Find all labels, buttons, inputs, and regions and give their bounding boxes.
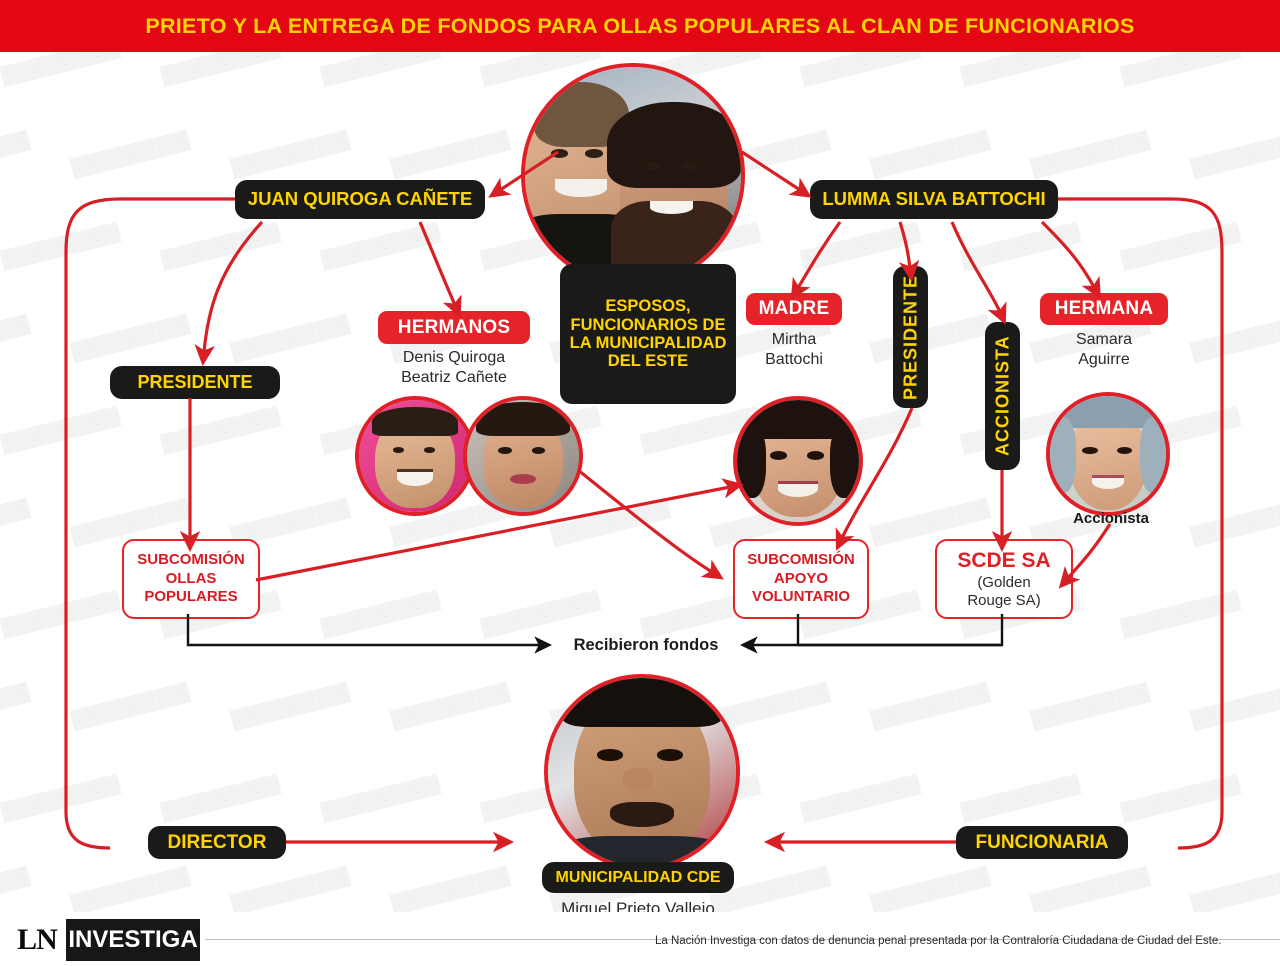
ollas-line-2: OLLAS — [165, 569, 217, 587]
photo-beatriz-canete — [463, 396, 583, 516]
node-esposos-label: ESPOSOS, FUNCIONARIOS DE LA MUNICIPALIDA… — [569, 297, 727, 371]
node-juan-label: JUAN QUIROGA CAÑETE — [247, 188, 473, 210]
photo-samara-aguirre — [1046, 392, 1170, 516]
hermanos-name-2: Beatriz Cañete — [401, 368, 507, 386]
node-accionista[interactable]: ACCIONISTA — [985, 322, 1020, 470]
page-title: PRIETO Y LA ENTREGA DE FONDOS PARA OLLAS… — [145, 13, 1135, 38]
node-presidente-izquierda[interactable]: PRESIDENTE — [110, 366, 280, 399]
hermanos-tag-label: HERMANOS — [397, 316, 511, 338]
hermana-tag-label: HERMANA — [1054, 298, 1154, 319]
tag-hermana: HERMANA — [1040, 293, 1168, 325]
apoyo-line-1: SUBCOMISIÓN — [747, 551, 855, 569]
node-funcionaria[interactable]: FUNCIONARIA — [956, 826, 1128, 859]
ollas-line-1: SUBCOMISIÓN — [137, 551, 245, 569]
tag-hermanos: HERMANOS — [378, 311, 530, 344]
scde-title: SCDE SA — [957, 548, 1051, 572]
node-lumma-label: LUMMA SILVA BATTOCHI — [822, 188, 1046, 210]
entity-subcomision-apoyo-voluntario[interactable]: SUBCOMISIÓN APOYO VOLUNTARIO — [733, 539, 869, 619]
scde-sub-1: (Golden — [977, 574, 1031, 592]
entity-scde-sa[interactable]: SCDE SA (Golden Rouge SA) — [935, 539, 1073, 619]
node-municipalidad-cde[interactable]: MUNICIPALIDAD CDE — [542, 862, 734, 893]
scde-sub-2: Rouge SA) — [967, 592, 1041, 610]
photo-mirtha-battochi — [733, 396, 863, 526]
madre-name-2: Battochi — [765, 350, 823, 368]
node-juan-quiroga-canete[interactable]: JUAN QUIROGA CAÑETE — [235, 180, 485, 219]
presidente-der-label: PRESIDENTE — [900, 274, 921, 400]
label-recibieron-fondos: Recibieron fondos — [556, 636, 736, 655]
hermanos-name-1: Denis Quiroga — [402, 349, 506, 366]
apoyo-line-3: VOLUNTARIO — [751, 588, 851, 606]
hermana-names: Samara Aguirre — [1040, 330, 1168, 369]
madre-names: Mirtha Battochi — [734, 330, 854, 369]
ln-investiga-logo: LN INVESTIGA — [8, 919, 200, 961]
hermanos-names: Denis Quiroga Beatriz Cañete — [378, 348, 530, 387]
hermana-name-2: Aguirre — [1078, 350, 1130, 368]
node-lumma-silva-battochi[interactable]: LUMMA SILVA BATTOCHI — [810, 180, 1058, 219]
photo-denis-quiroga — [355, 396, 475, 516]
header-banner: PRIETO Y LA ENTREGA DE FONDOS PARA OLLAS… — [0, 0, 1280, 52]
footer-credit: La Nación Investiga con datos de denunci… — [655, 935, 1222, 947]
recibieron-fondos-text: Recibieron fondos — [573, 636, 719, 654]
madre-name-1: Mirtha — [771, 331, 817, 348]
hermana-name-1: Samara — [1075, 331, 1133, 348]
hermana-caption-accionista: Accionista — [1036, 510, 1186, 527]
tag-madre: MADRE — [746, 293, 842, 325]
footer-divider — [205, 939, 1280, 940]
logo-investiga-text: INVESTIGA — [68, 926, 198, 953]
ollas-line-3: POPULARES — [144, 588, 238, 606]
funcionaria-label: FUNCIONARIA — [975, 831, 1109, 853]
accionista-caption-label: Accionista — [1073, 510, 1149, 527]
node-director[interactable]: DIRECTOR — [148, 826, 286, 859]
director-label: DIRECTOR — [167, 831, 267, 853]
node-presidente-derecha[interactable]: PRESIDENTE — [893, 266, 928, 408]
presidente-izq-label: PRESIDENTE — [137, 372, 253, 393]
madre-tag-label: MADRE — [758, 298, 830, 319]
photo-juan-lumma — [521, 63, 745, 287]
photo-miguel-prieto-vallejo — [544, 674, 740, 870]
accionista-label: ACCIONISTA — [992, 335, 1013, 457]
entity-subcomision-ollas-populares[interactable]: SUBCOMISIÓN OLLAS POPULARES — [122, 539, 260, 619]
footer-bar — [0, 912, 1280, 966]
municipalidad-label: MUNICIPALIDAD CDE — [555, 868, 721, 886]
node-esposos-funcionarios[interactable]: ESPOSOS, FUNCIONARIOS DE LA MUNICIPALIDA… — [560, 264, 736, 404]
apoyo-line-2: APOYO — [773, 569, 829, 587]
logo-ln-text: LN — [8, 919, 66, 961]
